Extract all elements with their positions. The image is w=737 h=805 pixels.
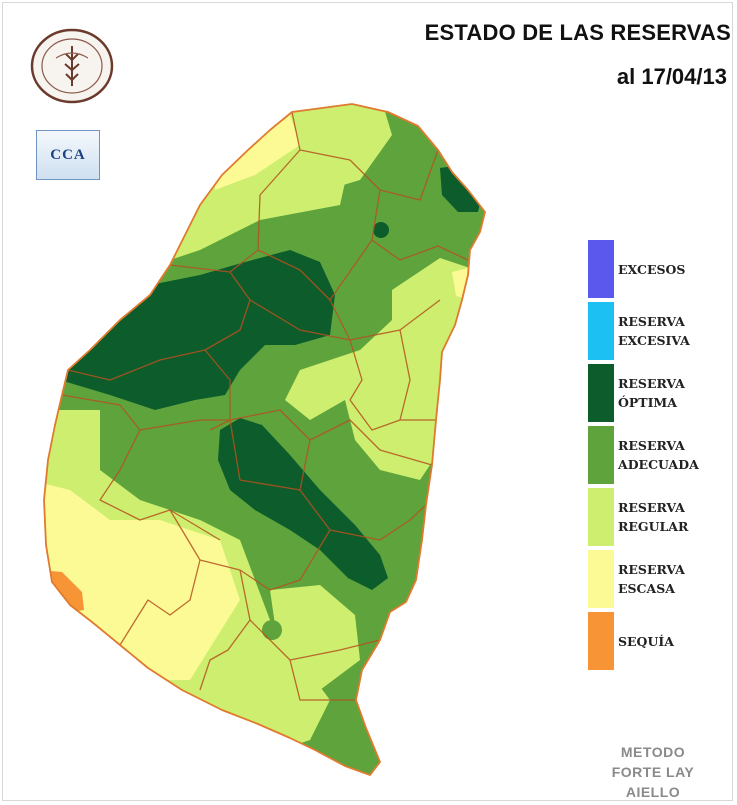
legend-label-line: RESERVA [618, 562, 685, 577]
method-caption: METODO FORTE LAY AIELLO [598, 742, 708, 802]
legend-label-line: ADECUADA [618, 457, 699, 472]
map-date: al 17/04/13 [616, 64, 727, 89]
legend-label-line: RESERVA [618, 314, 685, 329]
legend-label-line: ESCASA [618, 581, 675, 596]
legend-swatch [588, 240, 614, 298]
legend-label-line: SEQUÍA [618, 633, 674, 649]
legend-label-line: REGULAR [618, 519, 689, 534]
legend-swatch [588, 426, 614, 484]
legend-label-line: ÓPTIMA [618, 395, 677, 410]
legend-swatch [588, 364, 614, 422]
legend-item-reserva-escasa: RESERVA ESCASA [588, 550, 728, 608]
legend-item-reserva-adecuada: RESERVA ADECUADA [588, 426, 728, 484]
method-line: METODO [620, 744, 686, 760]
method-line: AIELLO [625, 784, 681, 800]
legend-label-line: RESERVA [618, 500, 685, 515]
legend-item-reserva-excesiva: RESERVA EXCESIVA [588, 302, 728, 360]
legend-label-line: RESERVA [618, 438, 685, 453]
legend-item-sequia: SEQUÍA [588, 612, 728, 670]
legend-label-line: EXCESOS [618, 261, 686, 277]
bolsa-de-cereales-seal-icon [30, 28, 114, 104]
legend-swatch [588, 488, 614, 546]
cca-logo: CCA [36, 130, 100, 180]
legend-label-line: EXCESIVA [618, 333, 690, 348]
legend-swatch [588, 612, 614, 670]
cca-logo-text: CCA [50, 146, 86, 163]
map-title: ESTADO DE LAS RESERVAS [424, 20, 731, 45]
legend-item-excesos: EXCESOS [588, 240, 728, 298]
legend-item-reserva-regular: RESERVA REGULAR [588, 488, 728, 546]
legend-label-line: RESERVA [618, 376, 685, 391]
legend-swatch [588, 550, 614, 608]
legend-item-reserva-optima: RESERVA ÓPTIMA [588, 364, 728, 422]
method-line: FORTE LAY [611, 764, 695, 780]
legend-swatch [588, 302, 614, 360]
